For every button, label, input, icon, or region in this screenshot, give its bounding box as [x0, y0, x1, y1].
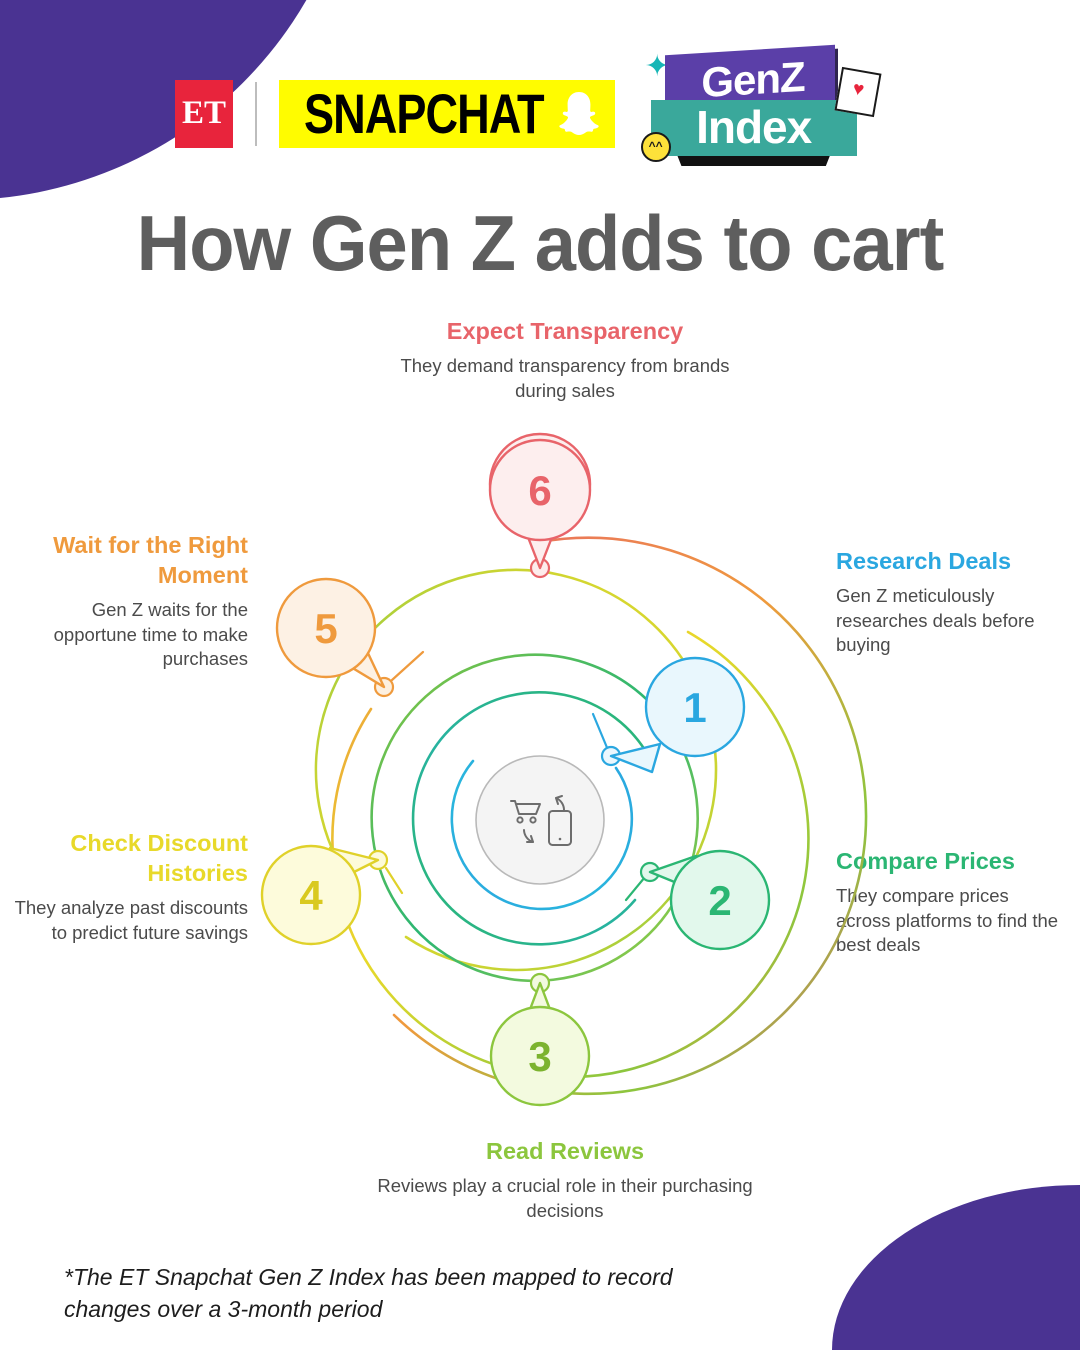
step-description-5: Gen Z waits for the opportune time to ma…: [53, 599, 248, 670]
step-number-3: 3: [528, 1033, 551, 1080]
step-heading-1: Research Deals: [836, 548, 1012, 574]
step-label-3: Read Reviews Reviews play a crucial role…: [375, 1136, 755, 1223]
step-number-2: 2: [708, 877, 731, 924]
logo-divider: [255, 81, 257, 146]
step-bubble-2[interactable]: 2: [648, 849, 771, 951]
brand-header: ET SNAPCHAT ✦ GenZ Index ^^ ♥: [0, 44, 1080, 166]
et-logo: ET: [175, 79, 233, 148]
page-title: How Gen Z adds to cart: [136, 199, 945, 287]
footnote: *The ET Snapchat Gen Z Index has been ma…: [64, 1264, 673, 1322]
step-bubble-4[interactable]: 4: [260, 844, 380, 946]
step-label-5: Wait for the Right Moment Gen Z waits fo…: [12, 530, 248, 672]
step-heading-5: Wait for the Right Moment: [53, 532, 248, 589]
step-number-1: 1: [683, 684, 706, 731]
pixel-heart-icon: ♥: [834, 66, 882, 118]
step-heading-4: Check Discount Histories: [70, 830, 248, 887]
step-label-1: Research Deals Gen Z meticulously resear…: [836, 546, 1068, 658]
step-number-5: 5: [314, 605, 337, 652]
snapchat-logo: SNAPCHAT: [279, 79, 615, 148]
logo-row: ET SNAPCHAT ✦ GenZ Index ^^ ♥: [175, 44, 882, 171]
step-bubble-3[interactable]: 3: [489, 981, 591, 1107]
arc-step-1: [450, 759, 634, 911]
snapchat-ghost-icon: [558, 90, 599, 138]
step-description-4: They analyze past discounts to predict f…: [14, 897, 248, 943]
smiley-icon: ^^: [640, 132, 671, 162]
arc-step-4: [314, 568, 718, 972]
center-disc: [475, 755, 605, 885]
step-label-4: Check Discount Histories They analyze pa…: [12, 828, 248, 945]
step-description-6: They demand transparency from brands dur…: [400, 355, 730, 401]
step-description-3: Reviews play a crucial role in their pur…: [377, 1175, 753, 1221]
step-bubble-6[interactable]: 6: [488, 432, 592, 570]
step-bubble-5[interactable]: 5: [275, 577, 386, 689]
step-bubble-1[interactable]: 1: [609, 656, 746, 774]
connector-step-5: [390, 650, 425, 682]
step-description-2: They compare prices across platforms to …: [836, 885, 1059, 956]
step-heading-6: Expect Transparency: [446, 318, 684, 344]
connector-step-2: [624, 875, 647, 902]
index-label: Index: [696, 101, 812, 153]
step-number-6: 6: [528, 467, 551, 514]
step-heading-3: Read Reviews: [485, 1138, 645, 1164]
shopping-cart-mobile-exchange-icon: [510, 795, 572, 846]
connector-step-1: [591, 712, 610, 752]
radial-step-diagram: 6 5 4 3 2: [208, 420, 872, 1120]
step-label-2: Compare Prices They compare prices acros…: [836, 846, 1068, 958]
arc-step-6: [392, 536, 868, 1096]
arc-step-2: [411, 691, 650, 946]
genz-index-logo: ✦ GenZ Index ^^ ♥: [637, 44, 882, 171]
corner-decoration-bottom-right: [832, 1185, 1080, 1350]
snapchat-wordmark: SNAPCHAT: [303, 82, 545, 145]
step-label-6: Expect Transparency They demand transpar…: [375, 316, 755, 403]
step-heading-2: Compare Prices: [836, 848, 1015, 874]
step-number-4: 4: [299, 872, 323, 919]
index-banner: [650, 100, 857, 156]
step-description-1: Gen Z meticulously researches deals befo…: [836, 585, 1035, 656]
connector-step-4: [384, 866, 404, 895]
